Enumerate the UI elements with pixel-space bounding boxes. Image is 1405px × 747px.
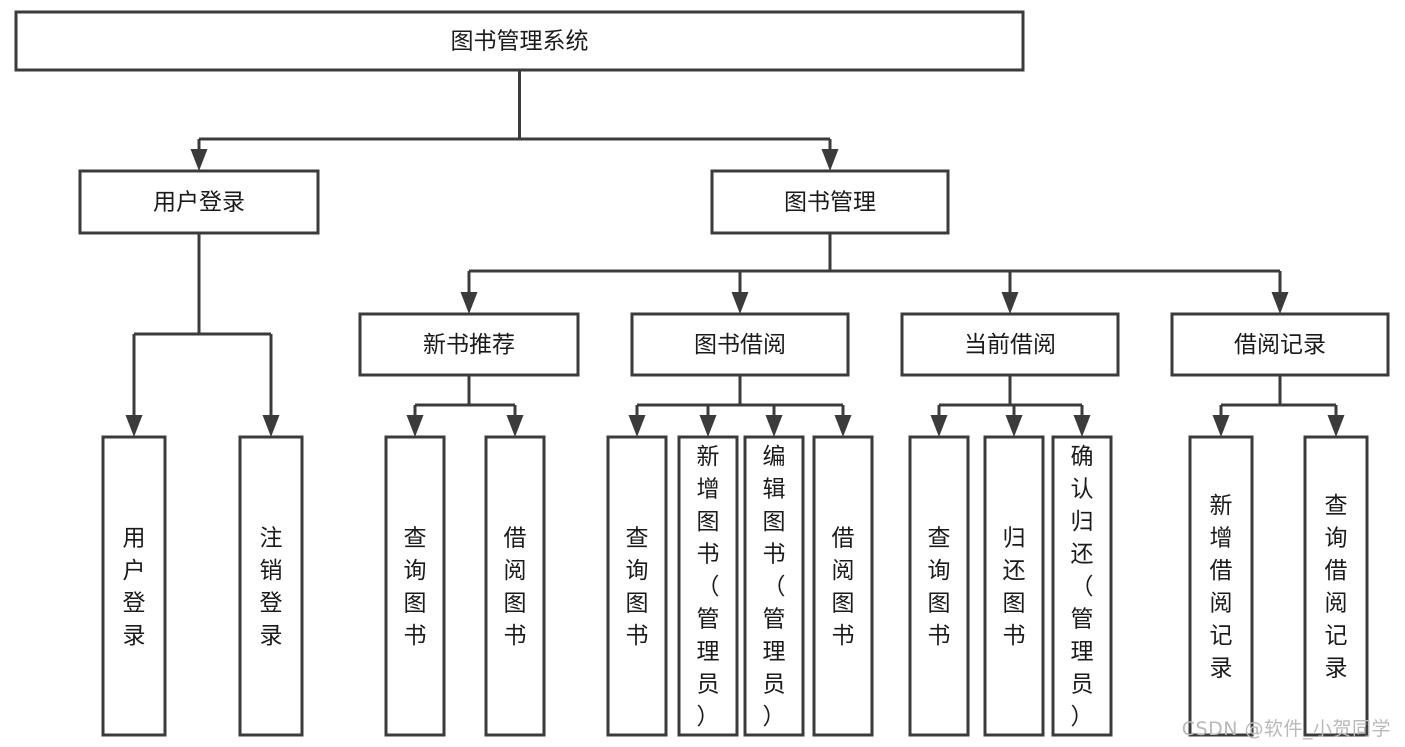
node-box-leaf-query-book-rec <box>384 435 446 737</box>
node-box-current-borrow <box>900 312 1120 377</box>
edge-user-login-leaf-logout-login-arrowhead <box>262 415 280 437</box>
node-user-login[interactable]: 用户登录 <box>78 169 320 235</box>
node-leaf-borrow-book[interactable]: 借阅图书 <box>812 435 874 737</box>
node-box-leaf-user-login <box>101 435 167 737</box>
node-label-leaf-query-book-current: 查询图书 <box>928 525 951 649</box>
node-label-leaf-borrow-book: 借阅图书 <box>832 525 855 649</box>
node-leaf-add-record[interactable]: 新增借阅记录 <box>1188 435 1254 737</box>
node-leaf-confirm-return[interactable]: 确认归还（管理员） <box>1051 435 1113 737</box>
node-box-leaf-confirm-return <box>1051 435 1113 737</box>
node-box-leaf-borrow-book <box>812 435 874 737</box>
node-book-manage[interactable]: 图书管理 <box>710 169 950 235</box>
node-label-leaf-add-record: 新增借阅记录 <box>1210 492 1233 681</box>
edge-current-borrow-leaf-query-book-current-arrowhead <box>930 415 948 437</box>
edge-user-login-leaf-user-login-arrowhead <box>125 415 143 437</box>
node-leaf-user-login[interactable]: 用户登录 <box>101 435 167 737</box>
node-box-new-book-recommend <box>358 312 580 377</box>
node-new-book-recommend[interactable]: 新书推荐 <box>358 312 580 377</box>
node-leaf-query-book-current[interactable]: 查询图书 <box>908 435 970 737</box>
edge-new-book-recommend-leaf-query-book-rec-arrowhead <box>406 415 424 437</box>
node-box-leaf-query-book-borrow <box>606 435 668 737</box>
csdn-watermark: CSDN @软件_小贺同学 <box>1181 718 1391 740</box>
edge-book-borrow-leaf-query-book-borrow-arrowhead <box>628 415 646 437</box>
edge-bookmanage-borrow-record-arrowhead <box>1271 292 1289 314</box>
edge-current-borrow-leaf-return-book-arrowhead <box>1005 415 1023 437</box>
node-current-borrow[interactable]: 当前借阅 <box>900 312 1120 377</box>
edge-root-book-manage-arrowhead <box>821 149 839 171</box>
node-label-leaf-query-record: 查询借阅记录 <box>1325 492 1348 681</box>
node-box-leaf-add-book <box>677 435 739 737</box>
node-leaf-return-book[interactable]: 归还图书 <box>983 435 1045 737</box>
node-box-leaf-add-record <box>1188 435 1254 737</box>
edge-book-borrow-leaf-edit-book-arrowhead <box>765 415 783 437</box>
node-label-leaf-user-login: 用户登录 <box>123 525 146 649</box>
node-label-leaf-logout-login: 注销登录 <box>260 525 283 649</box>
node-label-root: 图书管理系统 <box>451 29 589 55</box>
node-label-leaf-edit-book: 编辑图书（管理员） <box>763 444 786 730</box>
node-label-leaf-query-book-rec: 查询图书 <box>404 525 427 649</box>
node-borrow-record[interactable]: 借阅记录 <box>1170 312 1390 377</box>
node-leaf-edit-book[interactable]: 编辑图书（管理员） <box>743 435 805 737</box>
node-box-leaf-borrow-book-rec <box>484 435 546 737</box>
node-box-book-manage <box>710 169 950 235</box>
edge-bookmanage-current-borrow-arrowhead <box>1001 292 1019 314</box>
edge-root-user-login-arrowhead <box>190 149 208 171</box>
node-box-leaf-edit-book <box>743 435 805 737</box>
connectors-layer <box>125 70 1345 437</box>
edge-bookmanage-book-borrow-arrowhead <box>731 292 749 314</box>
node-leaf-borrow-book-rec[interactable]: 借阅图书 <box>484 435 546 737</box>
edge-bookmanage-new-book-recommend-arrowhead <box>460 292 478 314</box>
node-root[interactable]: 图书管理系统 <box>14 10 1025 72</box>
node-label-book-borrow: 图书借阅 <box>694 332 786 358</box>
node-box-leaf-query-book-current <box>908 435 970 737</box>
node-book-borrow[interactable]: 图书借阅 <box>630 312 850 377</box>
node-label-borrow-record: 借阅记录 <box>1234 332 1326 358</box>
node-label-leaf-confirm-return: 确认归还（管理员） <box>1071 444 1094 730</box>
node-label-book-manage: 图书管理 <box>784 190 876 216</box>
node-box-user-login <box>78 169 320 235</box>
edge-book-borrow-leaf-add-book-arrowhead <box>699 415 717 437</box>
node-label-leaf-add-book: 新增图书（管理员） <box>697 444 720 730</box>
edge-book-borrow-leaf-borrow-book-arrowhead <box>834 415 852 437</box>
node-leaf-add-book[interactable]: 新增图书（管理员） <box>677 435 739 737</box>
node-label-leaf-query-book-borrow: 查询图书 <box>626 525 649 649</box>
node-leaf-query-book-borrow[interactable]: 查询图书 <box>606 435 668 737</box>
edge-borrow-record-leaf-add-record-arrowhead <box>1212 415 1230 437</box>
node-label-user-login: 用户登录 <box>153 190 245 216</box>
edge-current-borrow-leaf-confirm-return-arrowhead <box>1073 415 1091 437</box>
node-leaf-query-record[interactable]: 查询借阅记录 <box>1303 435 1369 737</box>
node-leaf-query-book-rec[interactable]: 查询图书 <box>384 435 446 737</box>
nodes-layer: 图书管理系统用户登录图书管理新书推荐图书借阅当前借阅借阅记录用户登录注销登录查询… <box>14 10 1390 737</box>
node-leaf-logout-login[interactable]: 注销登录 <box>238 435 304 737</box>
node-box-root <box>14 10 1025 72</box>
node-label-leaf-return-book: 归还图书 <box>1003 525 1026 649</box>
edge-borrow-record-leaf-query-record-arrowhead <box>1327 415 1345 437</box>
node-label-current-borrow: 当前借阅 <box>964 332 1056 358</box>
node-box-book-borrow <box>630 312 850 377</box>
edge-new-book-recommend-leaf-borrow-book-rec-arrowhead <box>506 415 524 437</box>
node-label-new-book-recommend: 新书推荐 <box>423 332 515 358</box>
node-box-leaf-query-record <box>1303 435 1369 737</box>
node-box-leaf-return-book <box>983 435 1045 737</box>
node-box-borrow-record <box>1170 312 1390 377</box>
node-label-leaf-borrow-book-rec: 借阅图书 <box>504 525 527 649</box>
node-box-leaf-logout-login <box>238 435 304 737</box>
